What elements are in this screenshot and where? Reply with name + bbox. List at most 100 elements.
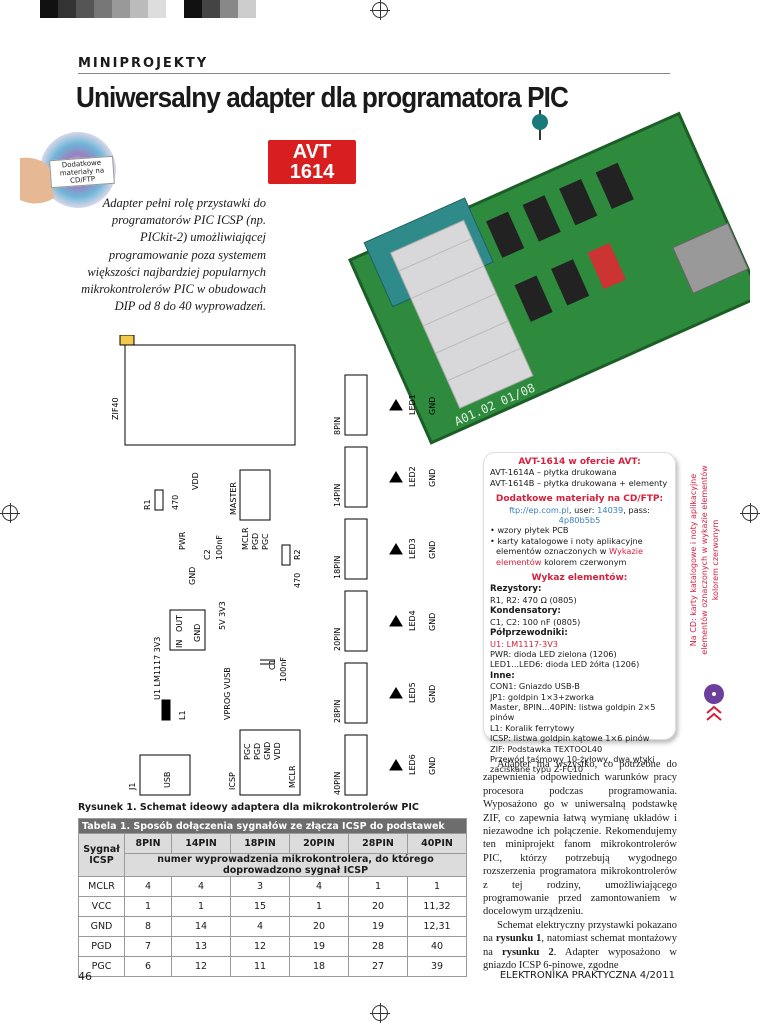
row-label: PGC xyxy=(78,956,125,977)
table-header: 40PIN xyxy=(406,833,468,854)
part-item: ZIF: Podstawka TEXTOOL40 xyxy=(490,743,603,754)
article-body: Adapter ma wszystko, co potrzebne do zap… xyxy=(483,758,677,973)
offer-title: AVT-1614 w ofercie AVT: xyxy=(518,457,641,467)
row-label: MCLR xyxy=(78,876,125,897)
print-color-bar xyxy=(40,0,256,18)
gnd-label: GND xyxy=(188,567,197,585)
row-label: VCC xyxy=(78,896,125,917)
bullet-link: Wykazie elementów xyxy=(496,546,644,567)
group-heading: Rezystory: xyxy=(490,584,542,595)
registration-mark-icon xyxy=(370,0,390,20)
table-cell: 12,31 xyxy=(406,916,468,937)
ftp-pass: 4p80b5b5 xyxy=(558,515,601,526)
group-heading: Półprzewodniki: xyxy=(490,628,568,639)
table-cell: 13 xyxy=(171,936,232,957)
table-cell: 1 xyxy=(348,876,408,897)
c2-value: 100nF xyxy=(215,535,224,560)
connector-14pin: 14PIN LED2 GND xyxy=(333,446,437,508)
zif-label: ZIF40 xyxy=(111,397,120,420)
icsp-pin: GND xyxy=(263,742,272,760)
master-pin: PGD xyxy=(251,533,260,550)
table-cell: 39 xyxy=(406,956,468,977)
table-cell: 15 xyxy=(230,896,291,917)
table-cell: 4 xyxy=(123,876,173,897)
bullet-item: kolorem czerwonym xyxy=(541,556,627,567)
connector-28pin: 28PIN LED5 GND xyxy=(333,662,437,724)
icsp-label: ICSP xyxy=(228,772,237,790)
icsp-pin: PGD xyxy=(253,743,262,760)
table-cell: 1 xyxy=(289,896,349,917)
connector-label: 28PIN xyxy=(333,700,342,723)
master-pin: PGC xyxy=(261,533,270,550)
part-item: JP1: goldpin 1×3+zworka xyxy=(490,691,594,702)
table-cell: 28 xyxy=(348,936,408,957)
table-cell: 4 xyxy=(230,916,291,937)
gnd-label: GND xyxy=(428,757,437,775)
connector-40pin: 40PIN LED6 GND xyxy=(333,734,437,796)
offer-item: AVT-1614B – płytka drukowana + elementy xyxy=(490,477,668,488)
body-text: , natomiast schemat montażowy na xyxy=(483,933,677,958)
connector-label: 14PIN xyxy=(333,484,342,507)
row-label: PGD xyxy=(78,936,125,957)
group-heading: Kondensatory: xyxy=(490,606,561,617)
table-title: Tabela 1. Sposób dołączenia sygnałów ze … xyxy=(78,818,467,834)
ftp-user: 14039 xyxy=(597,504,624,515)
offer-item: AVT-1614A – płytka drukowana xyxy=(490,467,617,478)
usb-label: USB xyxy=(163,772,172,788)
table-cell: 20 xyxy=(289,916,349,937)
led-label: LED6 xyxy=(408,754,417,775)
table-cell: 8 xyxy=(123,916,173,937)
registration-mark-icon xyxy=(740,503,760,523)
part-item: ICSP: listwa goldpin kątowe 1×6 pinów xyxy=(490,733,650,744)
cd-arrows-icon xyxy=(704,684,724,721)
table-cell: 12 xyxy=(171,956,232,977)
jumper-label: 5V 3V3 xyxy=(218,601,227,630)
divider xyxy=(78,73,670,74)
table-cell: 11,32 xyxy=(406,896,468,917)
part-item: Przewód taśmowy 10-żyłowy, dwa wtyki zac… xyxy=(490,753,655,775)
table-cell: 12 xyxy=(230,936,291,957)
table-cell: 4 xyxy=(289,876,349,897)
bullet-item: karty katalogowe i noty aplikacyjne elem… xyxy=(496,535,643,557)
cd-title: Dodatkowe materiały na CD/FTP: xyxy=(495,494,664,505)
table-cell: 3 xyxy=(230,876,291,897)
connector-18pin: 18PIN LED3 GND xyxy=(333,518,437,580)
table-cell: 11 xyxy=(230,956,291,977)
registration-mark-icon xyxy=(370,1003,390,1023)
article-title: Uniwersalny adapter dla programatora PIC xyxy=(76,82,569,114)
r2-label: R2 xyxy=(293,549,302,560)
pass-label: , pass: xyxy=(623,504,650,515)
connector-label: 40PIN xyxy=(333,772,342,795)
part-item-red: U1: LM1117-3V3 xyxy=(490,638,558,649)
table-cell: 40 xyxy=(406,936,468,957)
u1-pin-gnd: GND xyxy=(193,624,202,642)
led-label: LED4 xyxy=(408,610,417,631)
figure-caption: Rysunek 1. Schemat ideowy adaptera dla m… xyxy=(78,802,419,813)
led-label: LED1 xyxy=(408,394,417,415)
pwr-led-label: PWR xyxy=(178,531,187,550)
row-label: GND xyxy=(78,916,125,937)
figure-ref: rysunku 1 xyxy=(495,933,542,945)
side-note: Na CD: karty katalogowe i noty aplikacyj… xyxy=(689,465,720,655)
part-item: Master, 8PIN...40PIN: listwa goldpin 2×5… xyxy=(490,701,656,723)
master-label: MASTER xyxy=(229,482,238,515)
table-cell: 20 xyxy=(348,896,408,917)
part-item: L1: Koralik ferrytowy xyxy=(490,722,575,733)
registration-mark-icon xyxy=(0,503,20,523)
ftp-link[interactable]: ftp://ep.com.pl xyxy=(509,504,569,515)
master-pin: MCLR xyxy=(241,527,250,550)
connector-label: 18PIN xyxy=(333,556,342,579)
l1-label: L1 xyxy=(178,710,187,720)
table-cell: 4 xyxy=(171,876,232,897)
c1-value: 100nF xyxy=(279,657,288,682)
table-cell: 27 xyxy=(348,956,408,977)
u1-pin-in: IN xyxy=(175,640,184,648)
user-label: , user: xyxy=(568,504,598,515)
schematic-diagram: ZIF40 8PIN LED1 GND 14PIN LED2 GND 18PIN… xyxy=(111,335,437,796)
icsp-pin: MCLR xyxy=(288,765,297,788)
table-cell: 19 xyxy=(289,936,349,957)
board-photo: A01.02 01/08 xyxy=(348,110,750,445)
